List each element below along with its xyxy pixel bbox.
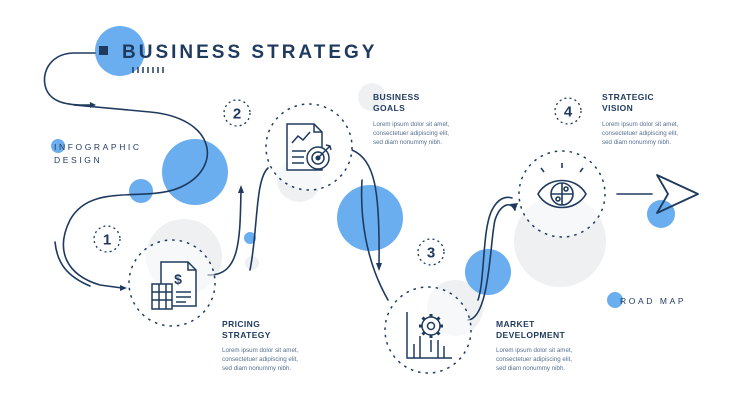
step-2-number: 2 <box>233 106 241 123</box>
step-1-body-line-1: Lorem ipsum dolor sit amet, <box>222 347 299 354</box>
step-3-badge: 3 <box>417 238 445 266</box>
arrow-head-3 <box>238 185 244 193</box>
step-3-heading-line-1: MARKET <box>496 319 535 329</box>
step-1-body-line-3: sed diam nonummy nibh. <box>222 365 291 372</box>
step-4-body-line-1: Lorem ipsum dolor sit amet, <box>602 121 679 128</box>
blue-dot-small-left <box>129 179 153 203</box>
path-left-inner <box>54 241 91 287</box>
title-square-bullet <box>99 46 108 55</box>
step-1-icon-ring: $ <box>128 239 216 327</box>
step-2-heading-line-1: BUSINESS <box>373 92 420 102</box>
arrow-head-4 <box>376 263 382 271</box>
step-2-badge: 2 <box>223 99 251 127</box>
title-tick-marks <box>132 67 164 73</box>
step-3-number: 3 <box>427 245 435 262</box>
step-2-body-line-2: consectetuer adipiscing elit, <box>373 130 449 137</box>
step-4-heading-line-1: STRATEGIC <box>602 92 654 102</box>
blue-dot-roadmap <box>607 292 623 308</box>
blue-dot-center <box>337 185 403 251</box>
step-3-icon-ring <box>384 286 472 374</box>
path-top-loop <box>43 52 96 106</box>
blue-dot-large-left <box>162 139 228 205</box>
paper-plane-arrow-icon <box>656 174 699 214</box>
road-path <box>43 52 653 321</box>
subtitle-line-2: DESIGN <box>54 155 102 165</box>
eye-puzzle-icon <box>537 163 587 209</box>
report-target-icon <box>286 123 332 171</box>
step-4-body-line-3: sed diam nonummy nibh. <box>602 139 671 146</box>
arrow-head-2 <box>120 285 127 291</box>
path-down-center <box>351 149 380 266</box>
step-4-heading-line-2: VISION <box>602 103 633 113</box>
step-4-text: STRATEGIC VISION Lorem ipsum dolor sit a… <box>602 92 679 146</box>
blue-dot-title <box>95 26 145 76</box>
step-1-heading-line-1: PRICING <box>222 319 260 329</box>
blue-dot-arrow <box>647 200 675 228</box>
step-1-badge: 1 <box>93 225 121 253</box>
invoice-calculator-icon <box>151 261 197 310</box>
step-4-icon-ring <box>518 150 606 238</box>
path-down-center-2 <box>360 179 389 301</box>
path-up-left-2 <box>249 167 269 271</box>
step-1-heading-line-2: STRATEGY <box>222 330 271 340</box>
step-3-text: MARKET DEVELOPMENT Lorem ipsum dolor sit… <box>496 319 573 372</box>
blue-dot-tiny <box>244 232 256 244</box>
step-3-body-line-3: sed diam nonummy nibh. <box>496 365 565 372</box>
gear-chart-icon <box>406 312 452 359</box>
step-2-body-line-3: sed diam nonummy nibh. <box>373 139 442 146</box>
step-3-heading-line-2: DEVELOPMENT <box>496 330 566 340</box>
blue-dot-subtitle <box>51 139 65 153</box>
path-up-left <box>207 189 242 276</box>
gray-blob-3 <box>358 83 386 111</box>
step-1-body-line-2: consectetuer adipiscing elit, <box>222 356 298 363</box>
step-2-text: BUSINESS GOALS Lorem ipsum dolor sit ame… <box>373 92 450 146</box>
path-up-right-2 <box>477 196 513 301</box>
step-4-badge: 4 <box>554 97 582 125</box>
road-map-label: ROAD MAP <box>620 296 686 306</box>
step-4-body-line-2: consectetuer adipiscing elit, <box>602 130 678 137</box>
step-2-icon-ring <box>265 103 353 191</box>
subtitle-line-1: INFOGRAPHIC <box>54 142 142 152</box>
step-1-text: PRICING STRATEGY Lorem ipsum dolor sit a… <box>222 319 299 372</box>
page-title: BUSINESS STRATEGY <box>122 42 377 63</box>
dollar-sign-icon: $ <box>174 271 182 287</box>
step-4-number: 4 <box>564 104 573 121</box>
step-1-number: 1 <box>103 232 111 249</box>
path-up-right <box>467 204 516 321</box>
step-2-body-line-1: Lorem ipsum dolor sit amet, <box>373 121 450 128</box>
arrow-head-5 <box>510 203 518 211</box>
step-3-body-line-1: Lorem ipsum dolor sit amet, <box>496 347 573 354</box>
step-3-body-line-2: consectetuer adipiscing elit, <box>496 356 572 363</box>
step-2-heading-line-2: GOALS <box>373 103 405 113</box>
path-left-s <box>62 104 209 289</box>
